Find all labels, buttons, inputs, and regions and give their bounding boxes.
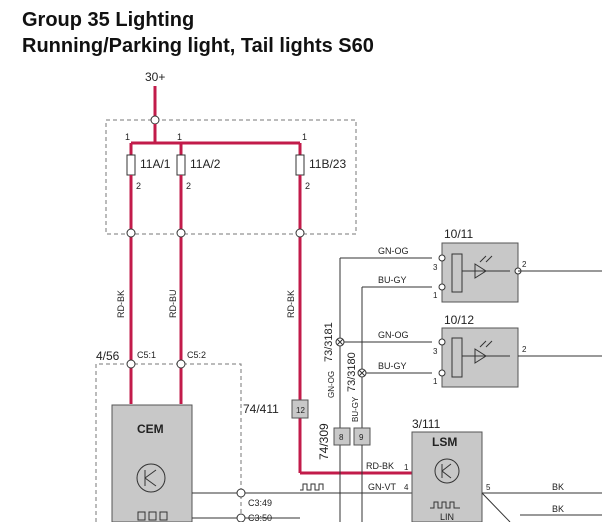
- wire-bk-branch: [481, 492, 511, 522]
- cem-pin-icon: [159, 511, 168, 521]
- cem-pin-icon: [137, 511, 146, 521]
- cem-outline: [95, 363, 242, 522]
- page-title: Group 35 Lighting: [22, 9, 195, 31]
- c5-2-label: C5:2: [187, 350, 206, 360]
- lsm-pwm-icon: [430, 501, 460, 509]
- cem-transistor-icon: [136, 463, 166, 493]
- supply-node: [150, 115, 160, 125]
- c5-2-node: [176, 359, 186, 369]
- fuse3-pin-bottom: 2: [305, 181, 310, 191]
- fuse-11a2: [176, 154, 186, 176]
- connector-pin-8: 8: [339, 433, 344, 442]
- wire-label-gn-og-top: GN-OG: [378, 246, 409, 256]
- wire-label-gn-og-vertical: GN-OG: [327, 371, 336, 398]
- cem-id: 4/56: [96, 349, 120, 363]
- wire-label-bk-2: BK: [552, 504, 564, 514]
- fuse2-pin-bottom: 2: [186, 181, 191, 191]
- led-icon: [462, 348, 510, 364]
- fuse1-pin-top: 1: [125, 132, 130, 142]
- junction-2: [176, 228, 186, 238]
- lsm-label: LSM: [432, 435, 457, 449]
- lamp1-module: [441, 242, 519, 303]
- fuse2-pin-top: 1: [177, 132, 182, 142]
- fuse3-pin-top: 1: [302, 132, 307, 142]
- lamp2-pin-3: 3: [433, 347, 438, 356]
- page-subtitle: Running/Parking light, Tail lights S60: [22, 35, 374, 57]
- c5-1-label: C5:1: [137, 350, 156, 360]
- fuse-11b23: [295, 154, 305, 176]
- connector-74-411: [291, 399, 309, 419]
- cem-module: [111, 404, 193, 522]
- splice-73-3180-label: 73/3180: [346, 352, 358, 392]
- fuse2-label: 11A/2: [190, 157, 221, 171]
- wire-label-rd-bu: RD-BU: [168, 290, 178, 319]
- wire-label-gn-og-bottom: GN-OG: [378, 330, 409, 340]
- led-ray-icon: [479, 340, 493, 348]
- wire-label-bk-1: BK: [552, 482, 564, 492]
- fusebox-outline: [105, 119, 357, 235]
- lsm-id: 3/111: [412, 417, 441, 431]
- lamp1-pin-node: [438, 283, 446, 291]
- pwm-signal-icon: [300, 483, 324, 491]
- splice-73-3181-label: 73/3181: [323, 322, 335, 362]
- fuse3-label: 11B/23: [309, 157, 346, 171]
- fuse1-label: 11A/1: [140, 157, 171, 171]
- wire-label-bu-gy-bottom: BU-GY: [378, 361, 407, 371]
- connector-74-309-label: 74/309: [317, 423, 331, 460]
- cem-transistor-symbol: [144, 469, 157, 487]
- fuse-11a1: [126, 154, 136, 176]
- lamp2-pin-node: [438, 338, 446, 346]
- lsm-module: [411, 431, 483, 522]
- lamp2-pin-2: 2: [522, 345, 527, 354]
- c3-50-label: C3:50: [248, 513, 272, 522]
- wire-label-rd-bk-lsm: RD-BK: [366, 461, 394, 471]
- lsm-pin-1: 1: [404, 463, 409, 472]
- c3-49-node: [236, 488, 246, 498]
- connector-74-309-pin8: [333, 427, 351, 446]
- lsm-transistor-symbol: [441, 463, 452, 479]
- lamp1-pin-1: 1: [433, 291, 438, 300]
- wire-label-rd-bk-left: RD-BK: [116, 290, 126, 318]
- c3-50-node: [236, 513, 246, 522]
- lamp1-driver-icon: [451, 253, 463, 293]
- lsm-pin-5: 5: [486, 483, 491, 492]
- lamp2-driver-icon: [451, 337, 463, 378]
- lamp1-id: 10/11: [444, 227, 473, 241]
- splice-73-3180-mark: [358, 369, 366, 377]
- junction-1: [126, 228, 136, 238]
- lamp1-pin-2: 2: [522, 260, 527, 269]
- junction-3: [295, 228, 305, 238]
- wire-label-bu-gy-vertical: BU-GY: [351, 396, 360, 422]
- lamp2-module: [441, 327, 519, 388]
- led-icon: [462, 263, 510, 279]
- lsm-transistor-icon: [434, 458, 460, 484]
- connector-74-411-label: 74/411: [243, 402, 279, 416]
- lamp1-pin-node: [438, 254, 446, 262]
- splice-73-3181-mark: [336, 338, 344, 346]
- led-ray-icon: [479, 255, 493, 263]
- lamp2-pin-1: 1: [433, 377, 438, 386]
- c5-1-node: [126, 359, 136, 369]
- wire-label-gn-vt: GN-VT: [368, 482, 397, 492]
- lamp2-id: 10/12: [444, 313, 474, 327]
- cem-pin-icon: [148, 511, 157, 521]
- fuse1-pin-bottom: 2: [136, 181, 141, 191]
- connector-pin-12: 12: [296, 406, 305, 415]
- lsm-pin-4: 4: [404, 483, 409, 492]
- cem-label: CEM: [137, 422, 164, 436]
- wire-label-rd-bk-right: RD-BK: [286, 290, 296, 318]
- lamp2-pin-node: [438, 369, 446, 377]
- lin-label: LIN: [440, 512, 454, 522]
- wire-label-bu-gy-top: BU-GY: [378, 275, 407, 285]
- supply-label: 30+: [145, 70, 165, 84]
- c3-49-label: C3:49: [248, 498, 272, 508]
- lamp1-pin-3: 3: [433, 263, 438, 272]
- connector-pin-9: 9: [359, 433, 364, 442]
